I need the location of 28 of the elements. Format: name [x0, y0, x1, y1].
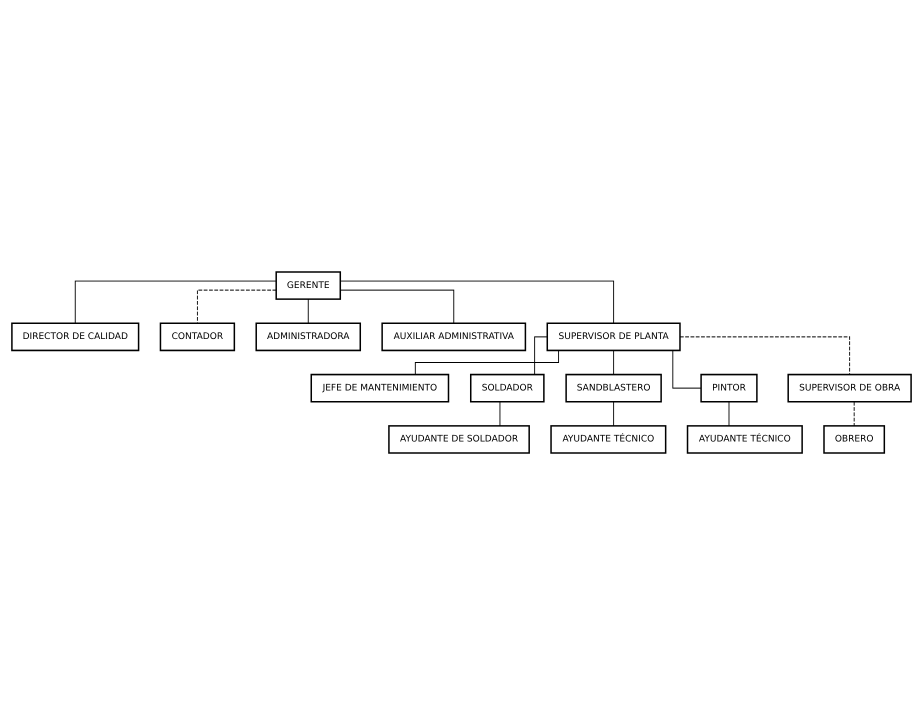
node-box: PINTOR	[700, 373, 758, 402]
connector	[74, 280, 277, 324]
connector	[672, 350, 702, 388]
node-box: OBRERO	[823, 424, 886, 454]
connector	[308, 298, 309, 324]
connector	[728, 400, 730, 426]
connector	[340, 289, 454, 324]
node-box: CONTADOR	[160, 322, 236, 351]
node-box: SUPERVISOR DE PLANTA	[546, 322, 681, 351]
connector	[196, 289, 277, 324]
connector	[613, 350, 614, 374]
connector	[613, 400, 614, 426]
node-box: SUPERVISOR DE OBRA	[787, 373, 912, 402]
node-box: SOLDADOR	[470, 373, 545, 402]
node-box: AYUDANTE DE SOLDADOR	[388, 424, 530, 454]
node-box: AYUDANTE TÉCNICO	[550, 424, 666, 454]
connector	[534, 336, 548, 374]
node-box: DIRECTOR DE CALIDAD	[11, 322, 140, 351]
node-box: AYUDANTE TÉCNICO	[686, 424, 803, 454]
node-box: JEFE DE MANTENIMIENTO	[310, 373, 450, 402]
node-box: GERENTE	[275, 270, 342, 300]
connector	[680, 336, 850, 374]
node-box: ADMINISTRADORA	[255, 322, 362, 351]
connector	[854, 400, 855, 426]
node-box: AUXILIAR ADMINISTRATIVA	[381, 322, 526, 351]
connector	[340, 280, 614, 324]
node-box: SANDBLASTERO	[565, 373, 662, 402]
connector	[414, 350, 560, 374]
